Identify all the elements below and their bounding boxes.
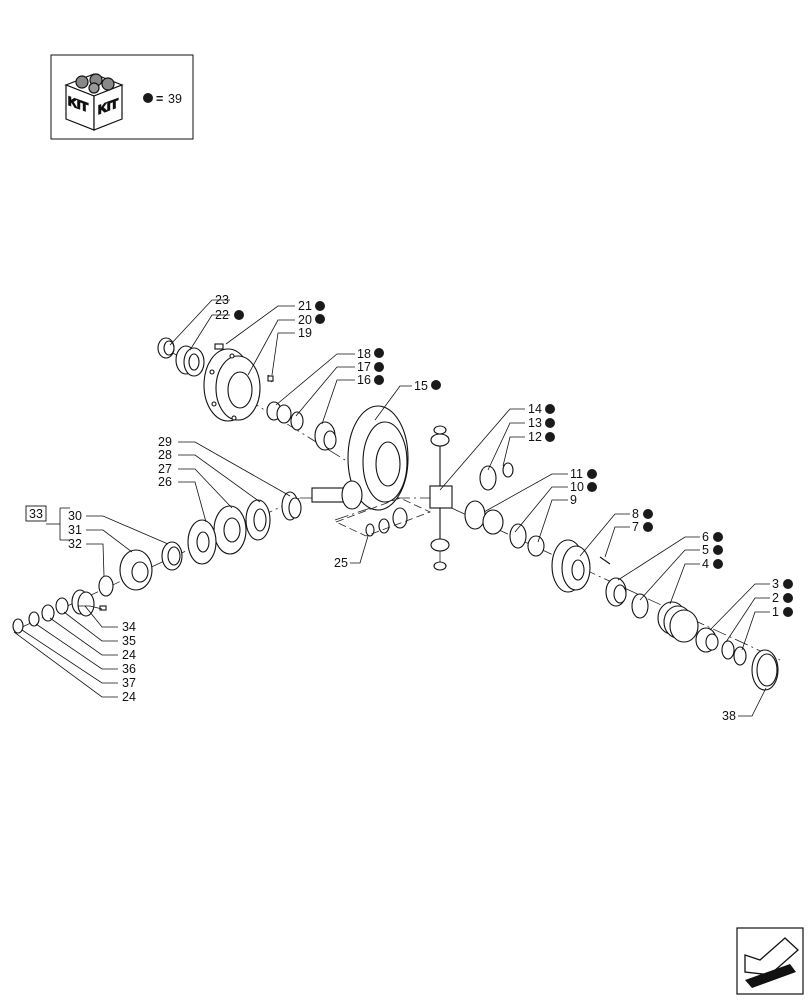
part-21-bolt: [214, 343, 224, 350]
callout-4: 4: [702, 557, 709, 571]
callout-31: 31: [68, 523, 82, 537]
callout-35: 35: [122, 634, 136, 648]
part-5-ring: [631, 593, 649, 619]
callout-16: 16: [357, 373, 371, 387]
part-10-ring: [509, 523, 527, 549]
callout-15: 15: [414, 379, 428, 393]
kit-number: 39: [168, 92, 182, 106]
callout-24a: 24: [122, 648, 136, 662]
part-19-bolt: [267, 374, 274, 383]
part-2-washer: [721, 640, 735, 660]
callout-21: 21: [298, 299, 312, 313]
navigation-arrow-icon[interactable]: [736, 927, 804, 995]
kit-legend: KIT KIT = 39: [50, 54, 194, 140]
callout-7: 7: [632, 520, 639, 534]
callout-33: 33: [29, 507, 43, 521]
part-14-spider: [429, 425, 453, 571]
callout-27: 27: [158, 462, 172, 476]
part-7-bolt: [599, 556, 611, 565]
callout-33-box: 33: [25, 505, 47, 522]
callout-28: 28: [158, 448, 172, 462]
part-31-housing: [119, 549, 153, 591]
part-1-clip: [733, 646, 747, 666]
callout-12: 12: [528, 430, 542, 444]
part-38-seal: [751, 649, 779, 691]
part-23-ring: [157, 337, 175, 359]
part-29-pinion-shaft: [311, 480, 363, 510]
callout-32: 32: [68, 537, 82, 551]
callout-38: 38: [722, 709, 736, 723]
part-32-seal: [98, 575, 114, 597]
part-25-pin: [365, 507, 408, 537]
kit-equals: =: [156, 92, 163, 106]
part-6-bearing: [605, 577, 627, 607]
part-28-gear: [281, 491, 302, 521]
callout-17: 17: [357, 360, 371, 374]
part-12-gear: [479, 462, 514, 491]
part-35-bearing: [71, 589, 95, 617]
callout-5: 5: [702, 543, 709, 557]
kit-box-icon: KIT KIT: [64, 73, 124, 131]
callout-25: 25: [334, 556, 348, 570]
kit-dots: [234, 301, 793, 617]
part-26b-flange: [187, 519, 217, 565]
part-11-gear: [464, 500, 504, 535]
callout-29: 29: [158, 435, 172, 449]
callout-20: 20: [298, 313, 312, 327]
callout-6: 6: [702, 530, 709, 544]
parts-drawings: [12, 337, 779, 691]
part-20-housing: [203, 348, 261, 422]
part-26-flange: [213, 505, 247, 555]
callout-34: 34: [122, 620, 136, 634]
callout-24b: 24: [122, 690, 136, 704]
callout-19: 19: [298, 326, 312, 340]
part-17-ring: [290, 411, 304, 431]
part-34-bolt: [99, 605, 107, 611]
callout-labels: 23 22 21 20 19 18 17 16 15 14 13 12 11 1…: [25, 293, 779, 723]
kit-dot: [143, 93, 153, 103]
callout-3: 3: [772, 577, 779, 591]
part-16-gear: [314, 421, 337, 451]
callout-9: 9: [570, 493, 577, 507]
callout-18: 18: [357, 347, 371, 361]
callout-8: 8: [632, 507, 639, 521]
callout-23: 23: [215, 293, 229, 307]
part-18-sleeve: [266, 401, 292, 424]
part-30-ring: [161, 541, 183, 571]
callout-10: 10: [570, 480, 584, 494]
part-9-sleeve: [527, 535, 545, 557]
callout-1: 1: [772, 605, 779, 619]
part-4-spring: [657, 601, 699, 643]
leader-lines: [13, 299, 770, 717]
callout-2: 2: [772, 591, 779, 605]
callout-37: 37: [122, 676, 136, 690]
callout-14: 14: [528, 402, 542, 416]
part-15-crown-wheel: [347, 405, 409, 511]
callout-11: 11: [570, 467, 583, 481]
part-3-nut: [695, 627, 719, 653]
part-24-washers: [12, 597, 69, 634]
callout-26: 26: [158, 475, 172, 489]
part-22-bearing: [175, 345, 205, 377]
assembly-bracket-dashed: [335, 497, 432, 537]
callout-22: 22: [215, 308, 229, 322]
callout-30: 30: [68, 509, 82, 523]
part-27-shim: [245, 499, 271, 541]
callout-13: 13: [528, 416, 542, 430]
callout-36: 36: [122, 662, 136, 676]
part-8-diff-case: [551, 539, 591, 593]
